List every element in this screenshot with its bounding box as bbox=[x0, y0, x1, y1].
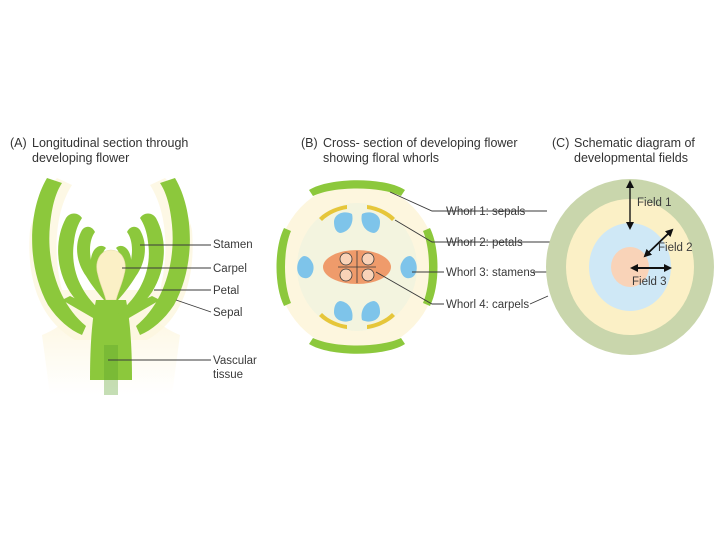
panel-c-heading-line1: Schematic diagram of bbox=[574, 136, 695, 150]
petal-left bbox=[58, 213, 100, 318]
label-field1: Field 1 bbox=[637, 197, 672, 209]
leader-whorl4-to-c bbox=[529, 295, 549, 305]
longitudinal-section-drawing bbox=[29, 178, 193, 395]
panel-b-heading-line2: showing floral whorls bbox=[323, 151, 439, 165]
panel-c-heading-line2: developmental fields bbox=[574, 151, 688, 165]
stamen-bottom-left bbox=[334, 301, 353, 322]
stamen-bottom-right bbox=[361, 301, 380, 322]
cross-section-drawing bbox=[276, 180, 438, 354]
label-whorl2: Whorl 2: petals bbox=[446, 237, 523, 249]
petal-lower-left bbox=[319, 313, 347, 329]
label-petal: Petal bbox=[213, 285, 239, 297]
sepal-right bbox=[423, 228, 438, 306]
carpel bbox=[96, 249, 126, 301]
petal-upper-left bbox=[319, 205, 347, 221]
developmental-fields-diagram bbox=[546, 179, 714, 355]
label-vascular-line2: tissue bbox=[213, 369, 243, 381]
panel-a-letter: (A) bbox=[10, 136, 27, 150]
sepal-left bbox=[276, 228, 291, 306]
sepal-top bbox=[309, 180, 405, 196]
label-vascular-line1: Vascular bbox=[213, 355, 257, 367]
petal-lower-right bbox=[367, 313, 395, 329]
sepal-right bbox=[136, 178, 190, 335]
stamen-top-left bbox=[334, 212, 353, 233]
leader-sepal bbox=[175, 299, 212, 313]
stamen-top-right bbox=[361, 212, 380, 233]
panel-c-letter: (C) bbox=[552, 136, 569, 150]
panel-a-heading-line1: Longitudinal section through bbox=[32, 136, 188, 150]
panel-b-heading-line1: Cross- section of developing flower bbox=[323, 136, 518, 150]
label-whorl4: Whorl 4: carpels bbox=[446, 299, 529, 311]
carpel-locules bbox=[338, 251, 376, 283]
stamen-left-outer bbox=[77, 226, 108, 302]
sepal-bottom bbox=[309, 338, 405, 354]
label-whorl3: Whorl 3: stamens bbox=[446, 267, 536, 279]
label-sepal: Sepal bbox=[213, 307, 242, 319]
label-carpel: Carpel bbox=[213, 263, 247, 275]
panel-c: (C) Schematic diagram of developmental f… bbox=[546, 136, 714, 355]
petal-upper-right bbox=[367, 205, 395, 221]
label-field3: Field 3 bbox=[632, 276, 667, 288]
label-whorl1: Whorl 1: sepals bbox=[446, 206, 526, 218]
stamen-left bbox=[297, 256, 314, 279]
panel-b: (B) Cross- section of developing flower … bbox=[276, 136, 597, 354]
label-stamen: Stamen bbox=[213, 239, 253, 251]
stamen-right bbox=[400, 256, 417, 279]
sepal-left bbox=[32, 178, 86, 335]
leader-whorl4 bbox=[375, 271, 444, 305]
panel-a: (A) Longitudinal section through develop… bbox=[10, 136, 257, 395]
stamen-right-outer bbox=[114, 226, 145, 302]
panel-a-heading-line2: developing flower bbox=[32, 151, 129, 165]
label-field2: Field 2 bbox=[658, 242, 693, 254]
petal-right bbox=[122, 213, 164, 318]
panel-b-letter: (B) bbox=[301, 136, 318, 150]
